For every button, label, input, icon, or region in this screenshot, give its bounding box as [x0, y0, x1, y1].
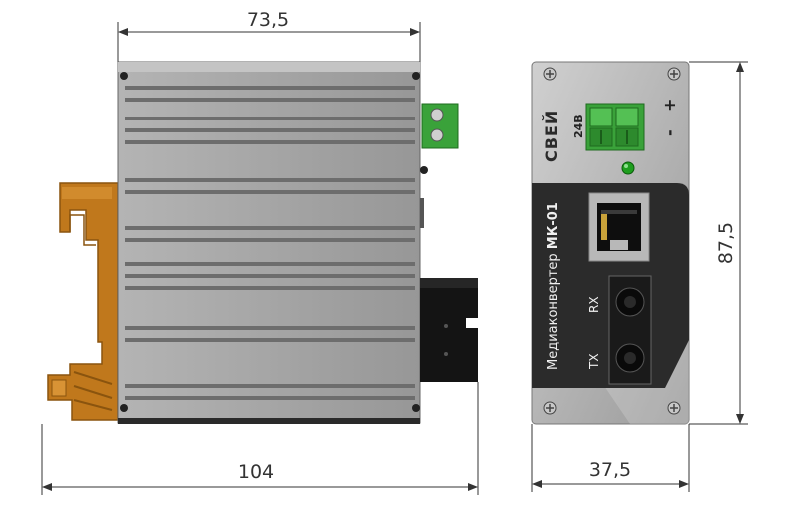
model-bold: МК-01 — [546, 202, 561, 249]
rx-label: RX — [587, 296, 601, 313]
screw-icon — [412, 404, 420, 412]
power-terminal-front — [585, 103, 645, 151]
power-terminal-side — [421, 103, 459, 149]
housing-body — [117, 61, 421, 424]
screw-icon — [120, 404, 128, 412]
housing-ribs — [125, 86, 415, 400]
front-view: СВЕЙ 24В + - Медиаконвертер МК-01 RX TX — [531, 61, 690, 425]
model-label: Медиаконвертер МК-01 — [546, 202, 561, 370]
dim-total-width: 104 — [238, 461, 274, 483]
screw-icon — [120, 72, 128, 80]
model-prefix: Медиаконвертер — [546, 249, 561, 370]
screw-icon — [412, 72, 420, 80]
plus-label: + — [660, 99, 679, 112]
status-led — [621, 161, 635, 175]
optical-connector-side — [420, 278, 480, 382]
dim-height: 87,5 — [715, 222, 737, 264]
brand-label: СВЕЙ — [542, 110, 561, 162]
side-view — [47, 61, 480, 424]
front-screws — [543, 67, 681, 415]
minus-label: - — [660, 129, 679, 136]
optical-port — [608, 275, 652, 385]
dimension-lines — [41, 22, 748, 495]
voltage-label: 24В — [572, 114, 585, 138]
dim-front-width: 37,5 — [589, 459, 631, 481]
tx-label: TX — [587, 353, 601, 370]
dim-top-width: 73,5 — [247, 9, 289, 31]
rj45-port — [588, 192, 650, 262]
din-rail-clip — [47, 182, 119, 421]
